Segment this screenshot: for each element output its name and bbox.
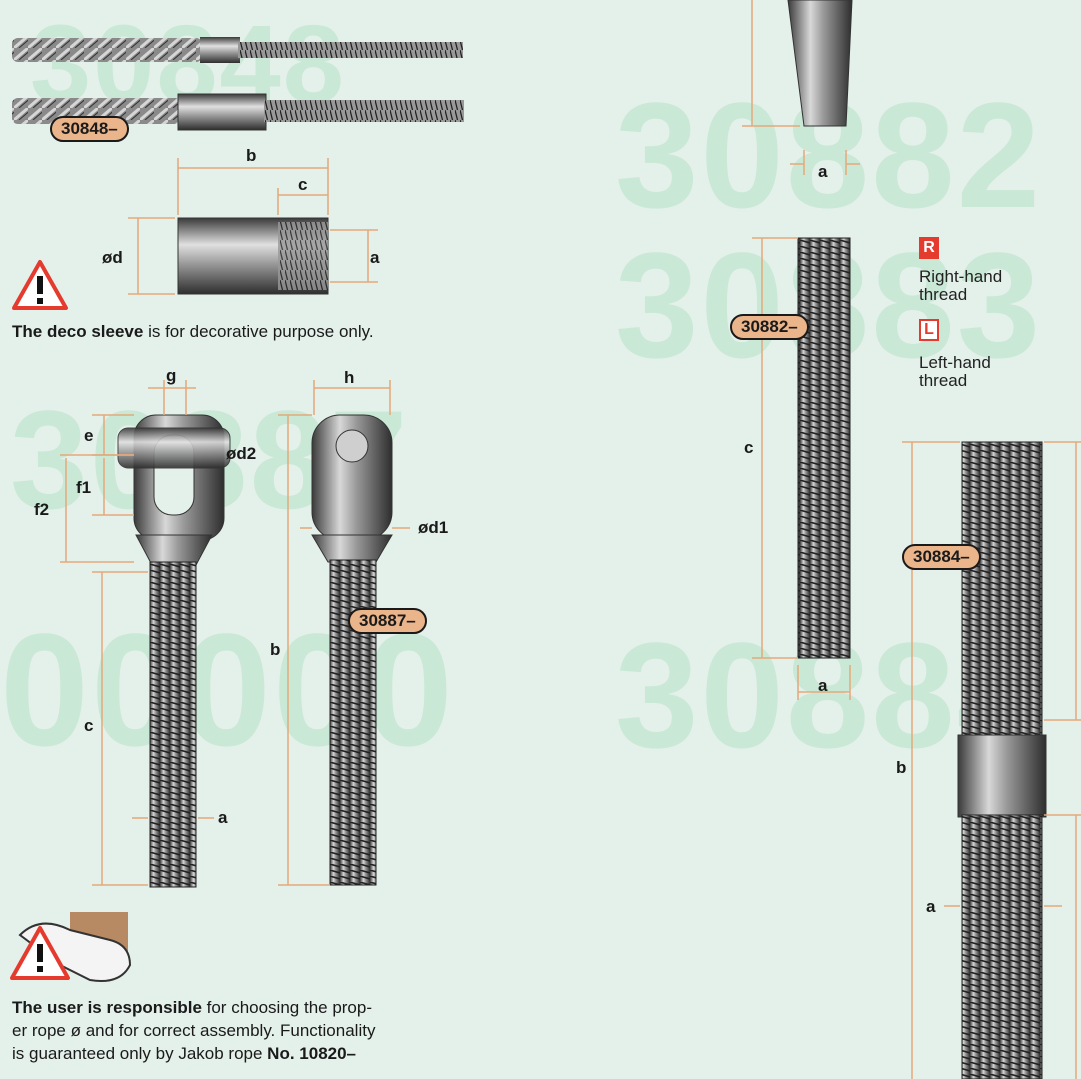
user-note-line1: for choosing the prop- (201, 998, 373, 1017)
dim-label-a: a (818, 162, 828, 181)
watermark-00000: 00000 (0, 600, 455, 779)
deco-sleeve-note-bold: The deco sleeve (12, 322, 144, 341)
dim-label-f1: f1 (76, 478, 92, 497)
right-hand-label: Right-hand thread (919, 268, 1002, 304)
dim-label-d: ød (102, 248, 123, 267)
dim-label-f2: f2 (34, 500, 50, 519)
product-tag-30884: 30884– (902, 544, 981, 570)
right-hand-badge: R (923, 239, 935, 256)
user-note-line2: er rope ø and for correct assembly. Func… (12, 1021, 376, 1040)
dim-label-d1: ød1 (418, 518, 449, 537)
dim-label-b: b (896, 758, 907, 777)
dim-label-e: e (84, 426, 94, 445)
product-tag-30887: 30887– (348, 608, 427, 634)
dim-label-a: a (926, 897, 936, 916)
dim-label-b: b (246, 146, 257, 165)
right-hand-label-line2: thread (919, 285, 968, 304)
product-tag-30848: 30848– (50, 116, 129, 142)
right-hand-thread-icon (919, 237, 939, 259)
deco-sleeve-note-text: is for decorative purpose only. (143, 322, 374, 341)
user-note-line3: is guaranteed only by Jakob rope (12, 1044, 268, 1063)
dim-label-c: c (744, 438, 754, 457)
dim-label-g: g (166, 366, 177, 385)
dim-label-b: b (270, 640, 281, 659)
product-tag-30882: 30882– (730, 314, 809, 340)
dim-label-a: a (818, 676, 828, 695)
deco-sleeve-note: The deco sleeve is for decorative purpos… (12, 321, 374, 343)
dim-label-c: c (298, 175, 308, 194)
right-hand-label-line1: Right-hand (919, 267, 1003, 286)
user-note-bold: The user is responsible (12, 998, 202, 1017)
left-hand-thread-icon (919, 319, 939, 341)
dim-label-c: c (84, 716, 94, 735)
dim-label-d2: ød2 (226, 444, 257, 463)
dim-label-a: a (370, 248, 380, 267)
dimension-lines (60, 0, 1081, 1079)
user-responsibility-note: The user is responsible for choosing the… (12, 996, 482, 1065)
left-hand-label-line1: Left-hand (919, 353, 991, 372)
left-hand-label: Left-hand thread (919, 354, 991, 390)
wire-rope (12, 38, 202, 62)
dim-label-h: h (344, 368, 355, 387)
dim-label-a: a (218, 808, 228, 827)
user-note-rope-number: No. 10820– (267, 1044, 357, 1063)
left-hand-label-line2: thread (919, 371, 968, 390)
left-hand-badge: L (924, 321, 934, 338)
